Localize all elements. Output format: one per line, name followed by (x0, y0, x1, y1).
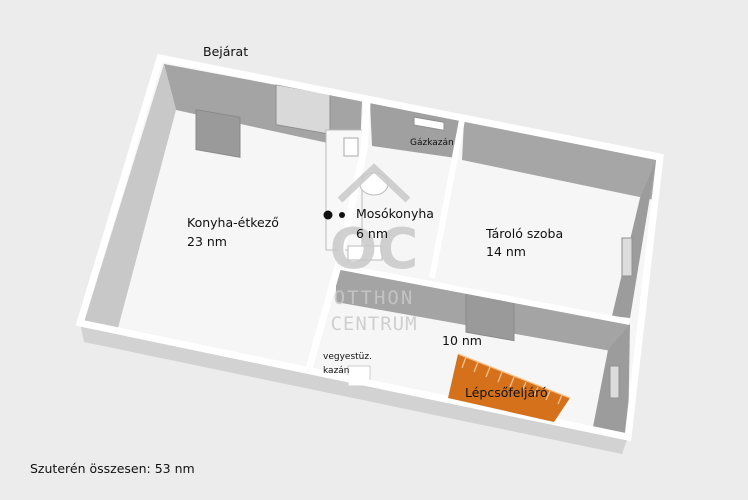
front-wall-face (80, 323, 628, 454)
stairs-label: Lépcsőfeljáró (465, 385, 548, 400)
kitchen-area-label: 23 nm (187, 234, 227, 249)
laundry-wall-left (304, 101, 371, 373)
stair-steps (457, 353, 571, 405)
stove-burner-2 (339, 212, 345, 218)
entrance-door (195, 108, 241, 158)
stairs (448, 354, 570, 422)
kitchen-left-wall (84, 64, 176, 328)
hall-wall (335, 263, 631, 325)
stove-burner-1 (323, 210, 333, 220)
storage-right-wall (612, 160, 656, 318)
laundry-window (413, 116, 445, 131)
fuel-boiler-label-line2: kazán (323, 366, 350, 376)
watermark-house-icon (337, 163, 411, 203)
sink (343, 137, 359, 157)
watermark-monogram: OC (330, 217, 419, 282)
laundry-back-wall (370, 103, 460, 158)
watermark-line2: CENTRUM (330, 313, 417, 335)
hall-area-label: 10 nm (442, 333, 482, 348)
storage-area-label: 14 nm (486, 244, 526, 259)
storage-back-wall (462, 121, 656, 200)
laundry-area-label: 6 nm (356, 226, 388, 241)
fuel-boiler-label-line1: vegyestüz. (323, 352, 372, 362)
kitchen-name-label: Konyha-étkező (187, 215, 279, 230)
right-window-lower (609, 365, 620, 399)
right-window-upper (621, 237, 633, 277)
total-area-label: Szuterén összesen: 53 nm (30, 461, 195, 476)
laundry-wall-right (429, 119, 465, 279)
entrance-label: Bejárat (203, 44, 248, 59)
watermark-line1: OTTHON (334, 287, 415, 309)
watermark: OC OTTHON CENTRUM (330, 163, 419, 335)
storage-name-label: Tároló szoba (485, 226, 563, 241)
exterior-wall (75, 53, 664, 442)
gas-boiler-label: Gázkazán (410, 138, 454, 148)
laundry-name-label: Mosókonyha (356, 206, 434, 221)
washing-machine (347, 245, 383, 261)
